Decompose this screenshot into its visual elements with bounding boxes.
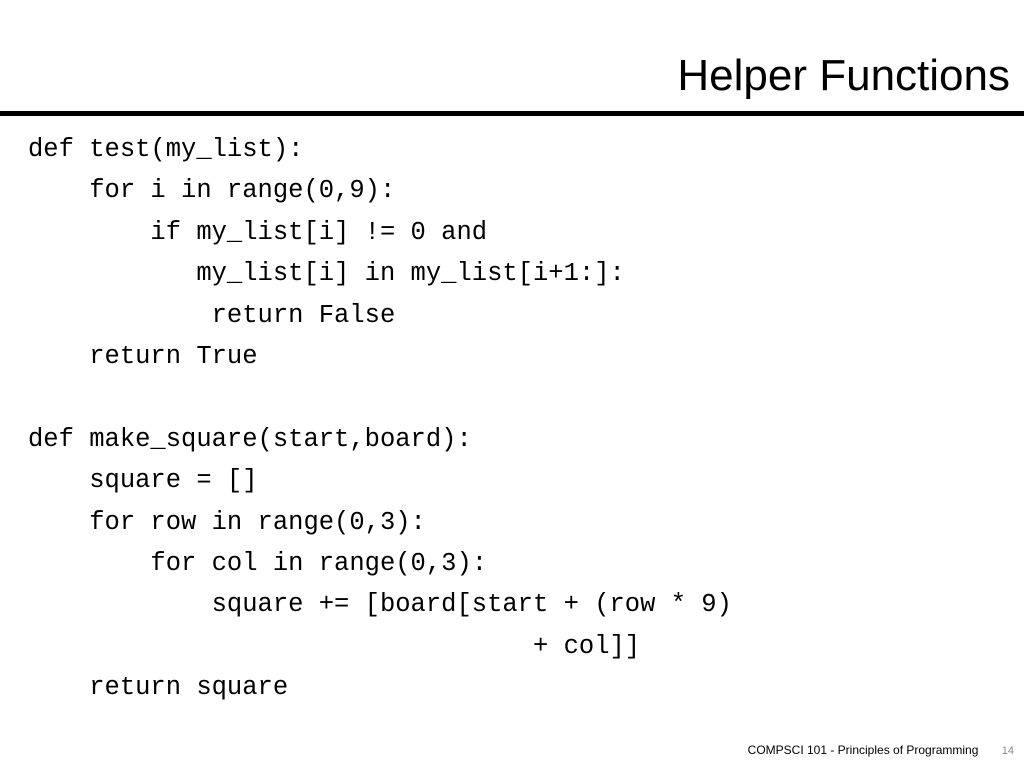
title-divider [0,111,1024,116]
footer-page-number: 14 [1001,745,1014,757]
code-line: return True [28,341,258,371]
code-line: if my_list[i] != 0 and [28,217,488,247]
footer-course-name: COMPSCI 101 - Principles of Programming [747,743,979,757]
code-line: my_list[i] in my_list[i+1:]: [28,259,625,289]
code-line: return square [28,673,289,703]
code-line: def test(my_list): [28,135,304,164]
slide-footer: COMPSCI 101 - Principles of Programming … [748,742,1014,759]
slide-title: Helper Functions [677,51,1010,100]
code-line [28,377,732,418]
code-line: for col in range(0,3): [28,548,488,578]
code-line: def make_square(start,board): [28,424,472,454]
code-line: for i in range(0,9): [28,176,396,206]
code-block: def test(my_list): for i in range(0,9): … [28,129,732,708]
code-line: return False [28,300,396,330]
code-line: + col]] [28,631,641,661]
code-line: for row in range(0,3): [28,507,426,537]
code-line: square += [board[start + (row * 9) [28,590,732,620]
code-line: square = [] [28,466,258,496]
